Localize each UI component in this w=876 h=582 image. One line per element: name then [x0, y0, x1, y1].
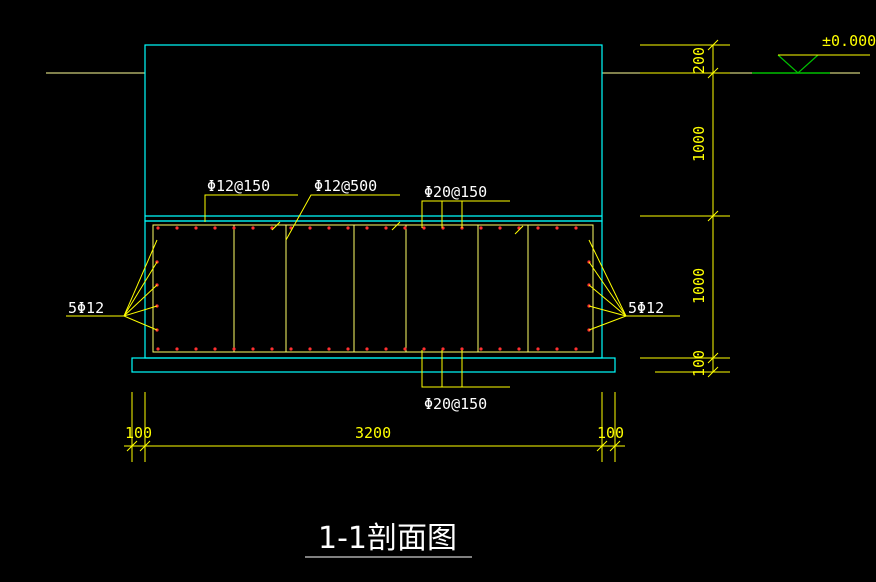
rebar-dot [422, 226, 426, 230]
dim-v-1000-lower: 1000 [690, 268, 708, 304]
rebar-dot [479, 226, 483, 230]
rebar-dot [498, 347, 502, 351]
rebar-dot [327, 226, 331, 230]
tie-mark [391, 221, 401, 231]
structure-outline [131, 44, 616, 373]
rebar-dot [213, 226, 217, 230]
dim-h-100-left: 100 [125, 424, 152, 442]
side-leaders [123, 221, 627, 331]
side-leader [123, 261, 158, 317]
rebar-dot [555, 226, 559, 230]
rebar-dot [403, 347, 407, 351]
rebar-dot [251, 226, 255, 230]
rebar-dot [308, 226, 312, 230]
rebar-dot [213, 347, 217, 351]
side-leader [123, 305, 158, 317]
tie-mark [271, 221, 281, 231]
stirrup-lines [233, 225, 529, 352]
side-leader [588, 261, 627, 317]
horizontal-dimension [124, 392, 625, 462]
rebar-dot [175, 347, 179, 351]
dim-h-100-right: 100 [597, 424, 624, 442]
rebar-dot [479, 347, 483, 351]
rebar-dot [289, 347, 293, 351]
rebar-dot [384, 226, 388, 230]
label-top-main: Φ20@150 [424, 183, 487, 201]
rebar-dot [308, 347, 312, 351]
label-side-right: 5Φ12 [628, 299, 664, 317]
label-top-stirrup: Φ12@150 [207, 177, 270, 195]
rebar-cage [152, 224, 594, 353]
rebar-dot [555, 347, 559, 351]
rebar-dot [441, 347, 445, 351]
rebar-dot [517, 347, 521, 351]
rebar-dot [536, 226, 540, 230]
side-leader [123, 239, 158, 317]
leader-lines [66, 194, 680, 388]
rebar-dot [403, 226, 407, 230]
rebar-dot [327, 347, 331, 351]
rebar-dot [251, 347, 255, 351]
rebar-dot [346, 226, 350, 230]
dim-v-1000-upper: 1000 [690, 126, 708, 162]
rebar-dot [365, 347, 369, 351]
rebar-dot [384, 347, 388, 351]
elevation-mark: ±0.000 [752, 32, 876, 74]
rebar-dot [194, 226, 198, 230]
rebar-dots [155, 226, 591, 351]
rebar-dot [156, 226, 160, 230]
tie-mark [514, 225, 524, 235]
rebar-dot [232, 347, 236, 351]
dim-v-200: 200 [690, 47, 708, 74]
rebar-dot [498, 226, 502, 230]
side-leader [588, 239, 627, 317]
drawing-title: 1-1剖面图 [318, 521, 457, 556]
rebar-dot [422, 347, 426, 351]
rebar-dot [194, 347, 198, 351]
side-leader [588, 305, 627, 317]
label-bottom-main: Φ20@150 [424, 395, 487, 413]
rebar-dot [365, 226, 369, 230]
side-leader [588, 315, 627, 331]
rebar-dot [574, 347, 578, 351]
elevation-label: ±0.000 [822, 32, 876, 50]
side-leader [588, 284, 627, 317]
rebar-dot [460, 347, 464, 351]
label-top-tie: Φ12@500 [314, 177, 377, 195]
vertical-dimension [640, 39, 730, 378]
rebar-dot [175, 226, 179, 230]
dim-v-100: 100 [690, 350, 708, 377]
label-side-left: 5Φ12 [68, 299, 104, 317]
rebar-dot [574, 226, 578, 230]
side-leader [123, 284, 158, 317]
rebar-dot [232, 226, 236, 230]
rebar-dot [346, 347, 350, 351]
rebar-dot [156, 347, 160, 351]
dim-h-3200: 3200 [355, 424, 391, 442]
side-leader [123, 315, 158, 331]
rebar-dot [536, 347, 540, 351]
rebar-dot [270, 347, 274, 351]
